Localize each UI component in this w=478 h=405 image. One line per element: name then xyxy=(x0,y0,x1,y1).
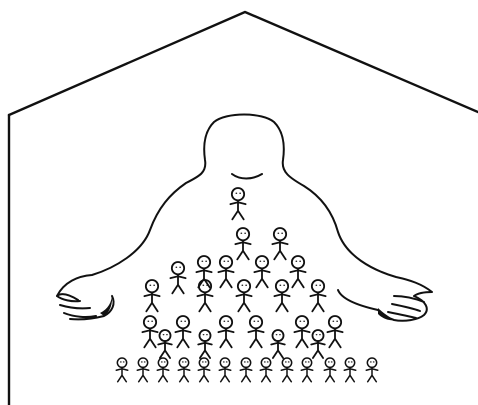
stick-figure xyxy=(157,358,169,382)
figure-outline xyxy=(57,115,432,321)
stick-figure xyxy=(327,316,342,347)
stick-figure xyxy=(218,316,233,347)
stick-figure xyxy=(324,358,336,382)
stick-figure xyxy=(230,188,245,219)
stick-figure xyxy=(272,228,287,259)
chin-line xyxy=(232,174,262,179)
stick-figure xyxy=(290,256,305,287)
stick-figure xyxy=(198,330,212,358)
stick-figure xyxy=(236,280,251,311)
stick-figure xyxy=(218,256,233,287)
left-thumb-shadow xyxy=(100,294,112,316)
left-hand xyxy=(57,296,114,319)
stick-figure xyxy=(294,316,309,347)
stick-figure xyxy=(137,358,149,382)
stick-figure xyxy=(254,256,269,287)
stick-figure xyxy=(158,330,172,358)
stick-figure xyxy=(235,228,250,259)
stick-figure xyxy=(311,330,325,358)
stick-figure xyxy=(170,262,185,293)
stick-figure xyxy=(248,316,263,347)
right-hand-fingers xyxy=(388,296,424,318)
stick-figure xyxy=(281,358,293,382)
stick-figure xyxy=(144,280,159,311)
stick-figure xyxy=(344,358,356,382)
house-outline xyxy=(9,12,478,405)
stick-figure xyxy=(366,358,378,382)
stick-figure xyxy=(274,280,289,311)
stick-figure xyxy=(260,358,272,382)
stick-figure xyxy=(116,358,128,382)
stick-figure xyxy=(197,280,212,311)
stick-figure xyxy=(178,358,190,382)
stick-figure xyxy=(240,358,252,382)
stick-figure xyxy=(198,358,210,382)
stick-figure xyxy=(301,358,313,382)
stick-figure xyxy=(219,358,231,382)
stick-figure xyxy=(271,330,285,358)
roof-line xyxy=(9,12,478,115)
stick-figure xyxy=(175,316,190,347)
stick-figure xyxy=(142,316,157,347)
stick-figure xyxy=(310,280,325,311)
embracing-figure xyxy=(57,115,432,321)
